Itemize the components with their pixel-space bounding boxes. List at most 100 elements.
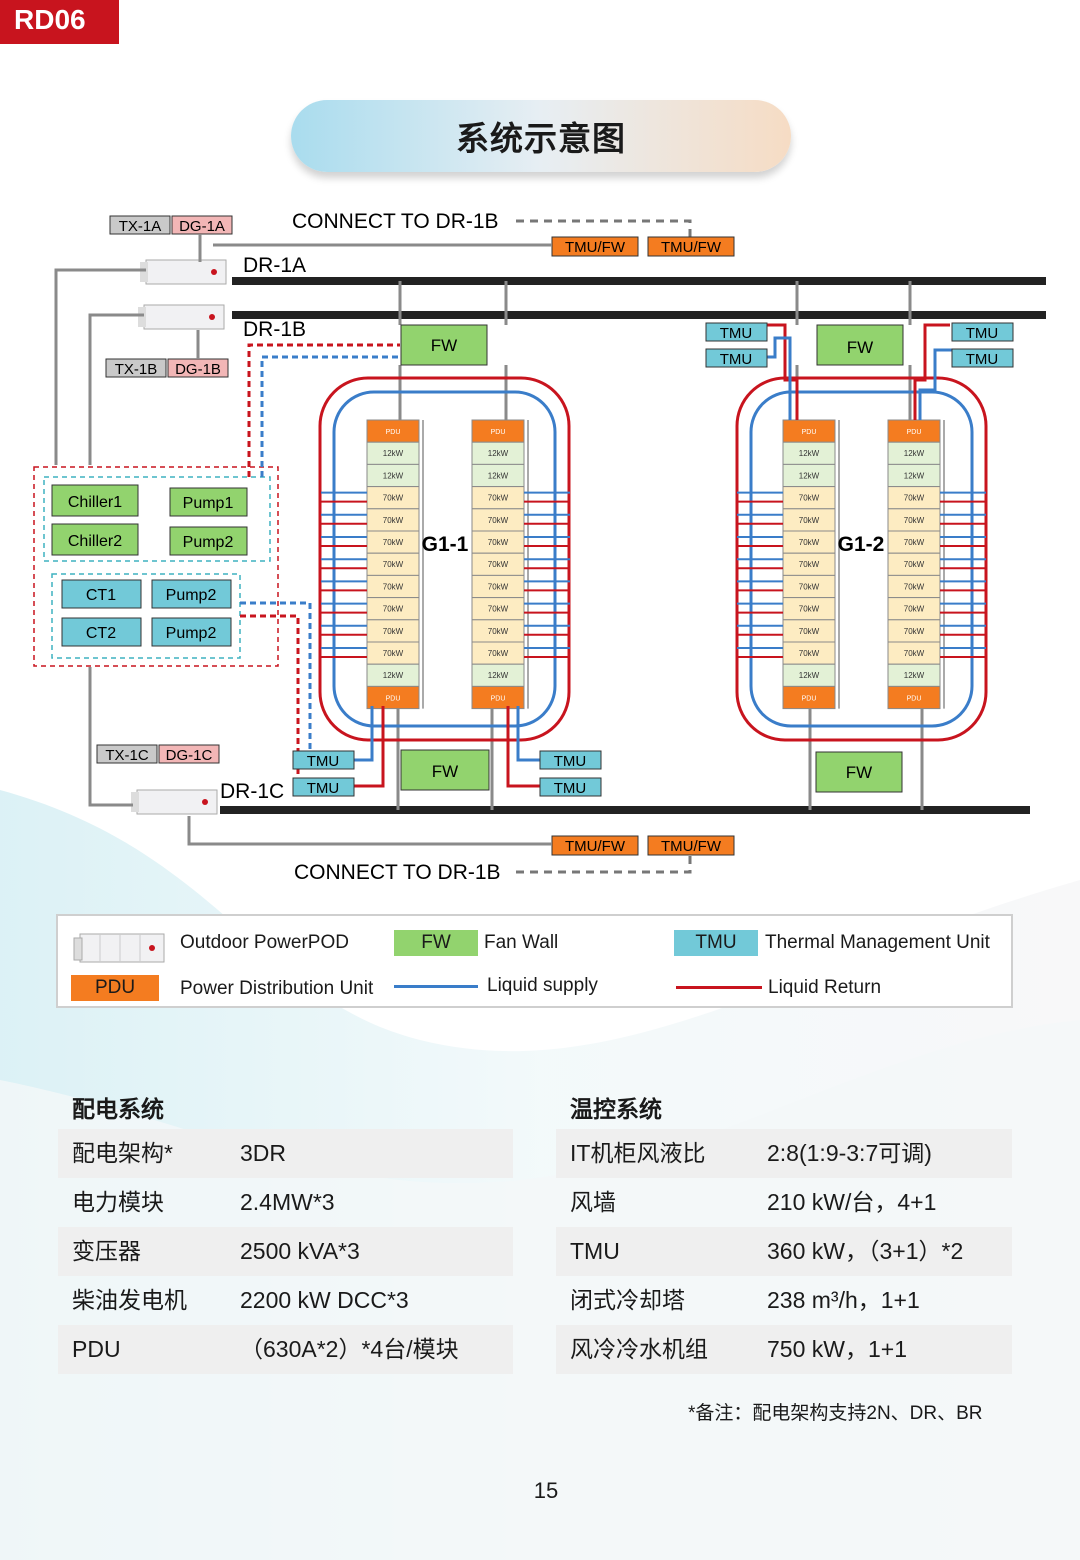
svg-text:FW: FW (847, 338, 873, 357)
rack-power-label: 70kW (799, 494, 820, 503)
tmu-box: TMU (705, 322, 768, 342)
svg-text:TX-1A: TX-1A (119, 218, 162, 235)
pdu-bottom (782, 685, 836, 710)
rack-power-label: 70kW (904, 494, 925, 503)
svg-text:FW: FW (431, 336, 457, 355)
rack-power-label: 12kW (383, 449, 404, 458)
legend-fw-swatch: FW (394, 930, 478, 956)
rack-power-label: 12kW (799, 471, 820, 480)
group-label-g1-1: G1-1 (422, 533, 469, 556)
row-value: （630A*2）*4台/模块 (240, 1336, 459, 1362)
legend-fw-text: Fan Wall (484, 932, 559, 953)
powerpod-1c (131, 789, 218, 815)
svg-text:CT1: CT1 (86, 587, 116, 604)
svg-text:TMU: TMU (554, 753, 587, 770)
rack-power-label: 12kW (799, 449, 820, 458)
doc-tag: RD06 (0, 0, 119, 44)
powerpod-1a (140, 259, 227, 285)
rack-power-label: 12kW (488, 449, 509, 458)
row-key: 柴油发电机 (72, 1287, 187, 1313)
svg-text:TMU/FW: TMU/FW (661, 838, 722, 855)
tmu-box: TMU (951, 348, 1014, 368)
rack-power-label: 70kW (488, 560, 509, 569)
svg-text:TMU/FW: TMU/FW (565, 838, 626, 855)
rack-power-label: 70kW (488, 582, 509, 591)
svg-text:TMU: TMU (307, 753, 340, 770)
table-row: 风冷冷水机组 750 kW，1+1 (556, 1325, 1012, 1374)
rack-power-label: 70kW (383, 605, 404, 614)
legend-pdu-text: Power Distribution Unit (180, 978, 374, 999)
pdu-label: PDU (386, 695, 401, 702)
row-value: 210 kW/台，4+1 (767, 1189, 937, 1215)
rack-power-label: 70kW (383, 494, 404, 503)
pdu-bottom (887, 685, 941, 710)
pdu-label: PDU (491, 429, 506, 436)
cooling-plant-box (33, 466, 279, 667)
rack-power-label: 70kW (904, 605, 925, 614)
rack-power-label: 70kW (904, 649, 925, 658)
chiller2-box: Chiller2 (51, 523, 139, 556)
legend-tmu-text: Thermal Management Unit (765, 932, 990, 953)
rack-power-label: 12kW (383, 471, 404, 480)
svg-text:Pump2: Pump2 (183, 534, 234, 551)
svg-text:DG-1A: DG-1A (179, 218, 225, 235)
rack-power-label: 70kW (904, 582, 925, 591)
svg-text:TMU: TMU (720, 325, 753, 342)
legend-supply-line (394, 985, 478, 988)
rack-power-label: 70kW (383, 560, 404, 569)
rack-power-label: 70kW (383, 538, 404, 547)
rack-power-label: 70kW (488, 649, 509, 658)
legend-powerpod-text: Outdoor PowerPOD (180, 932, 349, 953)
fan-wall-box: FW (400, 749, 490, 791)
row-value: 2.4MW*3 (240, 1189, 335, 1215)
svg-text:Chiller1: Chiller1 (68, 494, 122, 511)
rack-power-label: 12kW (488, 471, 509, 480)
tmu-box: TMU (292, 777, 355, 797)
row-value: 2500 kVA*3 (240, 1238, 360, 1264)
tmu-box: TMU (292, 750, 355, 770)
tmu-fw-box: TMU/FW (647, 236, 735, 257)
dg-1b-label: DG-1B (167, 358, 229, 378)
pump2-box: Pump2 (169, 526, 248, 556)
svg-text:Chiller2: Chiller2 (68, 533, 122, 550)
group-label-g1-2: G1-2 (838, 533, 885, 556)
row-key: 风冷冷水机组 (570, 1336, 708, 1362)
rack-power-label: 70kW (799, 649, 820, 658)
row-key: 变压器 (72, 1238, 141, 1264)
svg-text:TMU/FW: TMU/FW (661, 239, 722, 256)
legend-return-line (676, 986, 762, 989)
system-diagram: DR-1A DR-1B DR-1C CONNECT TO DR-1B CONNE… (33, 210, 1046, 884)
rack-power-label: 70kW (799, 538, 820, 547)
row-key: PDU (72, 1336, 121, 1362)
dg-1c-label: DG-1C (158, 744, 220, 764)
rack-power-label: 70kW (799, 560, 820, 569)
row-key: 风墙 (570, 1189, 616, 1215)
rack-power-label: 70kW (488, 605, 509, 614)
rack-power-label: 70kW (799, 605, 820, 614)
rack-column: PDU12kW12kW70kW70kW70kW70kW70kW70kW70kW7… (321, 419, 424, 710)
rack-power-label: 12kW (904, 471, 925, 480)
rack-power-label: 70kW (488, 538, 509, 547)
pdu-bottom (471, 685, 525, 710)
rack-power-label: 70kW (383, 582, 404, 591)
tmu-fw-box: TMU/FW (551, 835, 639, 856)
rack-power-label: 70kW (488, 516, 509, 525)
table-row: 风墙 210 kW/台，4+1 (556, 1178, 1012, 1227)
svg-text:TMU: TMU (966, 325, 999, 342)
rack-column: PDU12kW12kW70kW70kW70kW70kW70kW70kW70kW7… (471, 419, 570, 710)
row-value: 750 kW，1+1 (767, 1336, 907, 1362)
legend-pdu-swatch: PDU (71, 975, 159, 1001)
rack-power-label: 70kW (383, 516, 404, 525)
page-title: 系统示意图 (291, 100, 791, 172)
tmu-box: TMU (705, 348, 768, 368)
row-value: 2:8(1:9-3:7可调) (767, 1140, 932, 1166)
svg-text:Pump2: Pump2 (166, 587, 217, 604)
svg-text:Pump1: Pump1 (183, 495, 234, 512)
svg-text:DG-1B: DG-1B (175, 361, 221, 378)
tmu-fw-box: TMU/FW (647, 835, 735, 856)
bus-lines (220, 277, 1046, 814)
thermal-system-heading: 温控系统 (570, 1096, 662, 1122)
fan-wall-box: FW (815, 751, 903, 793)
